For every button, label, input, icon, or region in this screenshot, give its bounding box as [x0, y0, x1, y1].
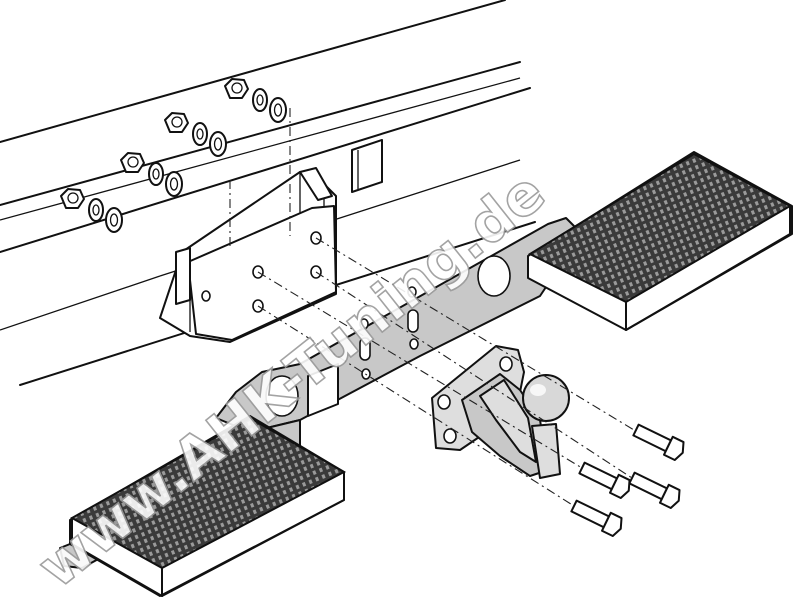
hex-bolt-2: [628, 471, 681, 510]
washer-icon: [192, 122, 208, 146]
bolt-icon: [600, 511, 623, 538]
crossbar-slot: [359, 337, 371, 361]
bolt-icon: [658, 483, 681, 510]
crossbar-hole: [359, 318, 369, 330]
crossbar-hole: [265, 375, 299, 417]
ball-coupling-mount: [431, 345, 570, 479]
crossbar-hole: [409, 338, 419, 350]
washer-icon: [88, 198, 104, 222]
nut-washer-2: [120, 152, 183, 197]
nut-icon: [120, 152, 145, 173]
nut-icon: [224, 78, 249, 99]
washer-icon: [269, 97, 287, 123]
hex-bolt-1: [632, 423, 685, 462]
washer-icon: [105, 207, 123, 233]
right-step-tread: [527, 151, 793, 331]
washer-icon: [148, 162, 164, 186]
crossbar-hole: [477, 255, 511, 297]
bracket-hole: [201, 290, 211, 302]
washer-icon: [165, 171, 183, 197]
washer-icon: [252, 88, 268, 112]
nut-icon: [60, 188, 85, 209]
hex-bolt-4: [570, 499, 623, 538]
left-step-tread: [69, 415, 347, 597]
nut-washer-4: [224, 78, 287, 123]
mounting-bracket: [159, 167, 337, 343]
assembly-center-lines: [229, 108, 635, 507]
bolt-icon: [662, 435, 685, 462]
crossbar-slot: [407, 309, 419, 333]
nut-washer-set: [60, 78, 287, 233]
nut-washer-3: [164, 112, 227, 157]
tow-ball-icon: [522, 374, 570, 422]
washer-icon: [209, 131, 227, 157]
nut-icon: [164, 112, 189, 133]
hex-bolt-3: [578, 461, 631, 500]
hex-bolt-set: [570, 423, 685, 538]
nut-washer-1: [60, 188, 123, 233]
bolt-icon: [608, 473, 631, 500]
